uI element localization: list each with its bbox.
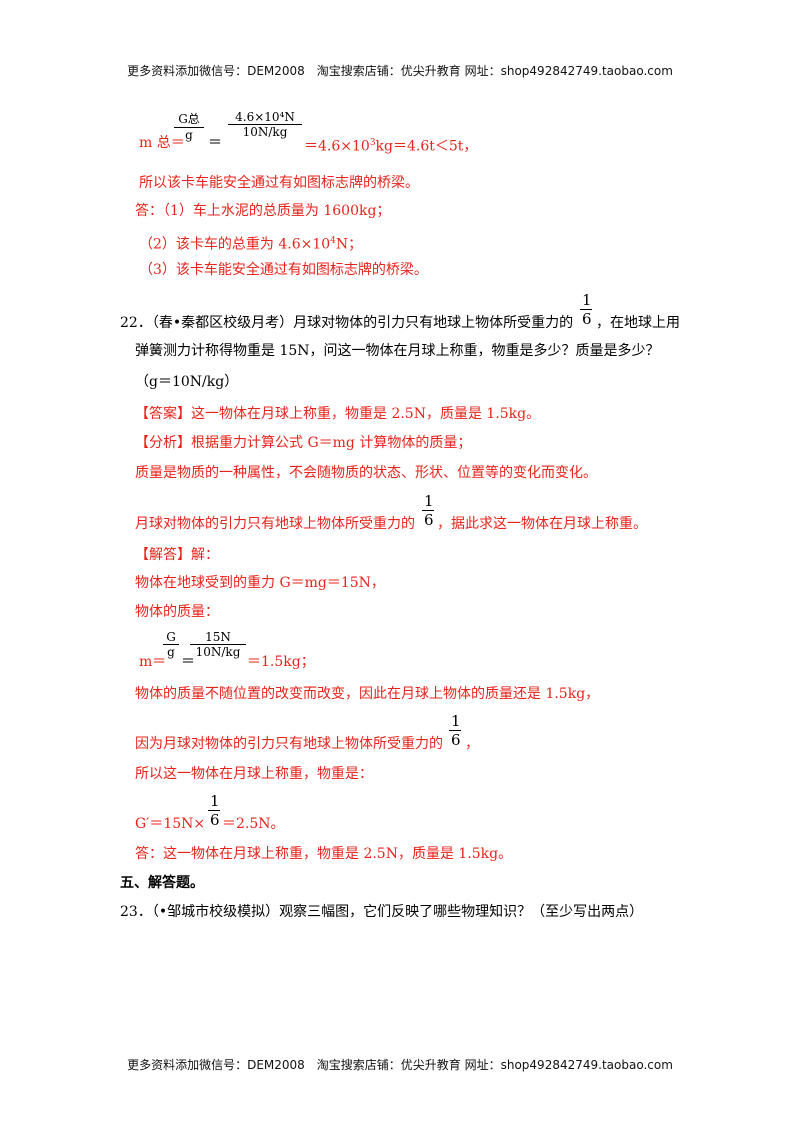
fraction-15N-over-g: 15N 10N/kg [190,630,246,659]
q22-sol-4: 物体的质量不随位置的改变而改变，因此在月球上物体的质量还是 1.5kg， [135,686,600,702]
section-heading: 五、解答题。 [120,875,204,891]
page-header: 更多资料添加微信号：DEM2008 淘宝搜索店铺：优尖升教育 网址：shop49… [127,64,673,78]
formula-lhs: m 总＝ [139,135,185,151]
q22-sol-1: 物体在地球受到的重力 G＝mg＝15N， [135,575,385,591]
q22-sol-5a: 因为月球对物体的引力只有地球上物体所受重力的 [135,736,443,752]
q22-answer: 【答案】这一物体在月球上称重，物重是 2.5N，质量是 1.5kg。 [135,406,541,422]
q22-final-answer: 答：这一物体在月球上称重，物重是 2.5N，质量是 1.5kg。 [135,846,513,862]
q21-line1: 所以该卡车能安全通过有如图标志牌的桥梁。 [139,175,419,191]
q22-sol-3-eq: ＝ [181,654,195,670]
q22-sol-7b: ＝2.5N。 [222,816,285,832]
q23-stem: 23．（•邹城市校级模拟）观察三幅图，它们反映了哪些物理知识？（至少写出两点） [120,904,644,920]
q22-stem-a-after: ，在地球上用 [596,315,680,331]
q22-sol-5b: ， [465,736,479,752]
q21-answer-3: （3）该卡车能安全通过有如图标志牌的桥梁。 [139,262,428,278]
q22-sol-6: 所以这一物体在月球上称重，物重是： [135,766,373,782]
q22-stem-a: 22．（春•秦都区校级月考）月球对物体的引力只有地球上物体所受重力的 [120,315,574,331]
q21-answer-2: （2）该卡车的总重为 4.6×104N； [139,236,363,253]
q21-answer-1: 答：（1）车上水泥的总质量为 1600kg； [135,203,391,219]
q22-solution-title: 【解答】解： [135,547,219,563]
fraction-one-sixth-stem: 1 6 [580,291,592,328]
q22-analysis-3a: 月球对物体的引力只有地球上物体所受重力的 [135,516,415,532]
q22-stem-c: （g＝10N/kg） [135,374,239,390]
fraction-g-total-over-g: G总 g [174,110,204,142]
q22-stem-b: 弹簧测力计称得物重是 15N，问这一物体在月球上称重，物重是多少？质量是多少？ [135,343,660,359]
q22-sol-3-lhs: m＝ [139,654,167,670]
q22-analysis-1: 【分析】根据重力计算公式 G＝mg 计算物体的质量； [135,435,472,451]
formula-rhs: ＝4.6×103kg＝4.6t＜5t， [304,138,478,155]
page-footer: 更多资料添加微信号：DEM2008 淘宝搜索店铺：优尖升教育 网址：shop49… [127,1058,673,1072]
fraction-G-over-g: G g [163,630,179,659]
fraction-weight-over-g: 4.6×10⁴N 10N/kg [228,110,302,139]
fraction-one-sixth-final: 1 6 [208,792,220,829]
q22-analysis-3b: ，据此求这一物体在月球上称重。 [437,516,647,532]
q22-sol-3-rhs: ＝1.5kg； [247,654,315,670]
q22-analysis-2: 质量是物质的一种属性，不会随物质的状态、形状、位置等的变化而变化。 [135,465,597,481]
formula-eq: ＝ [208,135,222,151]
q22-sol-2: 物体的质量： [135,604,219,620]
fraction-one-sixth-sol: 1 6 [449,712,461,749]
fraction-one-sixth-analysis: 1 6 [422,492,434,529]
q22-sol-7a: G′＝15N× [135,816,206,832]
